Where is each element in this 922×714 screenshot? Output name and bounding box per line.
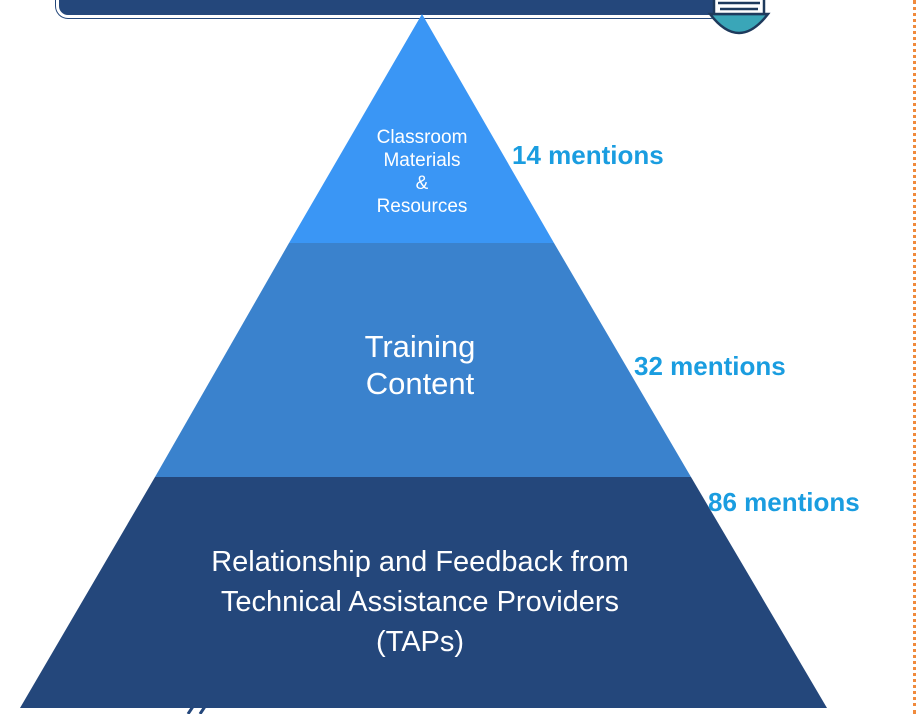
pyramid-tier-top (289, 14, 554, 243)
decorative-marks (186, 701, 210, 714)
pyramid-tier-middle (155, 243, 691, 477)
mentions-count-bottom: 86 mentions (708, 487, 860, 517)
dotted-border (913, 0, 916, 714)
tier-label-middle: Training Content (300, 328, 540, 402)
tier-label-line: Relationship and Feedback from (211, 546, 629, 578)
pyramid-tier-bottom (20, 477, 827, 708)
tier-label-line: Training (364, 329, 476, 364)
tier-label-line: Classroom (376, 127, 468, 148)
lightbulb-icon (707, 0, 771, 35)
tier-label-line: Resources (376, 196, 468, 217)
mentions-count-middle: 32 mentions (634, 351, 786, 381)
mentions-count-top: 14 mentions (512, 140, 664, 170)
tier-label-bottom: Relationship and Feedback from Technical… (100, 542, 740, 662)
tier-label-line: Technical Assistance Providers (220, 586, 620, 618)
tier-label-line: (TAPs) (375, 626, 465, 658)
tier-label-line: & (415, 173, 429, 194)
tier-label-line: Content (365, 366, 475, 401)
tier-label-top: Classroom Materials & Resources (350, 126, 494, 218)
tier-label-line: Materials (383, 150, 461, 171)
